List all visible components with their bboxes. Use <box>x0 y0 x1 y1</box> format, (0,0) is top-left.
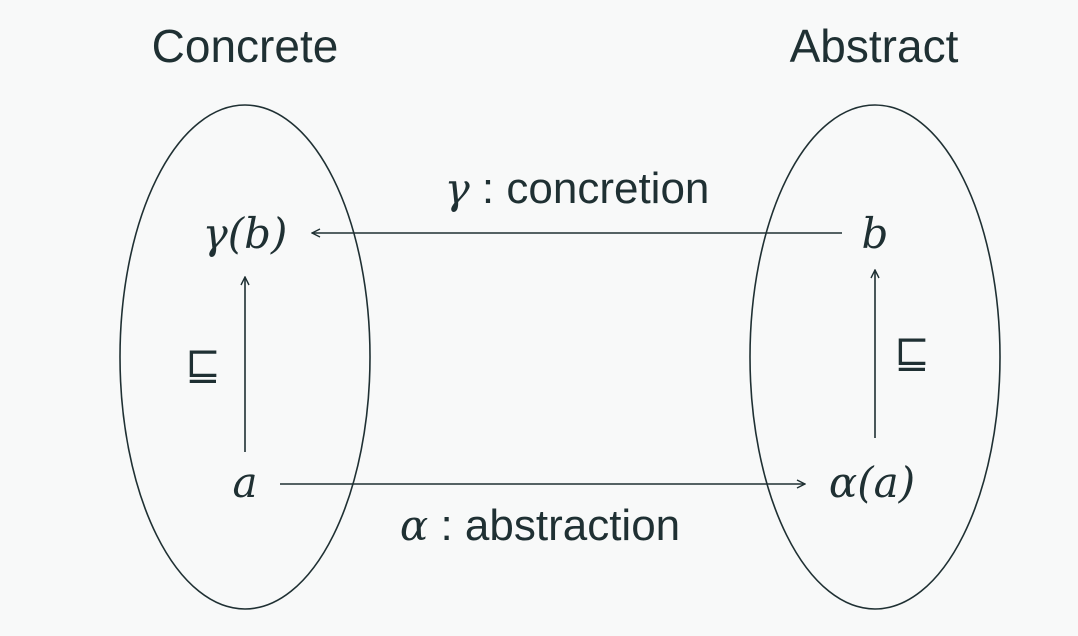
abstraction-label: α : abstraction <box>400 501 680 550</box>
left-order-symbol: ⊑ <box>185 341 221 390</box>
node-a: a <box>232 458 257 507</box>
node-gamma-b: γ(b) <box>203 209 288 258</box>
alpha-symbol: α <box>400 501 428 550</box>
node-alpha-a: α(a) <box>829 458 915 507</box>
concretion-label: γ : concretion <box>445 164 710 213</box>
abstraction-text: abstraction <box>465 501 680 550</box>
right-order-symbol: ⊑ <box>894 329 930 378</box>
abstract-title: Abstract <box>790 20 959 72</box>
concrete-title: Concrete <box>152 20 339 72</box>
concretion-sep: : <box>470 164 507 213</box>
concrete-domain-ellipse <box>119 104 371 610</box>
gamma-symbol: γ <box>445 164 471 213</box>
abstract-domain-ellipse <box>749 104 1001 610</box>
node-b: b <box>862 209 889 258</box>
abstraction-sep: : <box>428 501 465 550</box>
concretion-text: concretion <box>506 164 709 213</box>
